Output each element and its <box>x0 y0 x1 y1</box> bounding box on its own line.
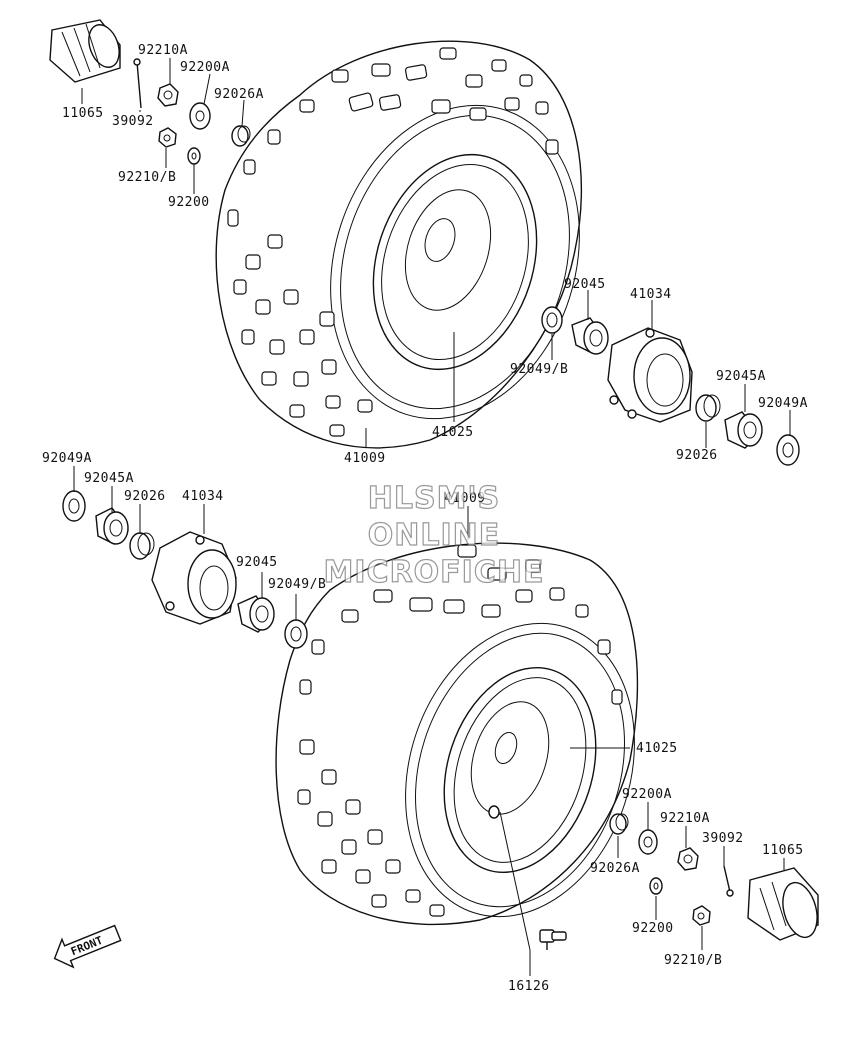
bearing-92045-top <box>571 317 609 355</box>
seal-92049A-mid <box>62 490 86 522</box>
label-41009-mid: 41009 <box>444 491 486 506</box>
label-39092-top: 39092 <box>112 114 154 129</box>
label-92026-mid: 92026 <box>124 489 166 504</box>
label-92210A-top: 92210A <box>138 43 188 58</box>
seal-92049B-top <box>541 306 563 334</box>
label-92045-top: 92045 <box>564 277 606 292</box>
seal-92049B-mid <box>284 619 308 649</box>
label-92045A-top: 92045A <box>716 369 766 384</box>
label-11065-top: 11065 <box>62 106 104 121</box>
hub-41034-top <box>607 327 693 423</box>
label-92210B-bottom: 92210/B <box>664 953 722 968</box>
label-11065-bottom: 11065 <box>762 843 804 858</box>
washer-92200-bottom <box>649 877 663 895</box>
collar-92026-top <box>695 394 721 422</box>
label-92049B-mid: 92049/B <box>268 577 326 592</box>
label-92026A-bottom: 92026A <box>590 861 640 876</box>
label-41025-bottom: 41025 <box>636 741 678 756</box>
tire-41009-top <box>215 40 583 449</box>
washer-92200A-top <box>189 102 211 130</box>
collar-92026A-top <box>231 125 251 147</box>
nut-92210B-bottom <box>692 905 711 926</box>
bearing-92045A-mid <box>95 507 129 545</box>
tread-pattern-top <box>227 47 559 437</box>
washer-92200-top <box>187 147 201 165</box>
label-92200A-bottom: 92200A <box>622 787 672 802</box>
label-41034-top: 41034 <box>630 287 672 302</box>
watermark-line-3: MICROFICHE <box>324 555 545 590</box>
bearing-92045-mid <box>237 595 275 633</box>
label-16126-bottom: 16126 <box>508 979 550 994</box>
label-92210A-bottom: 92210A <box>660 811 710 826</box>
label-92049B-top: 92049/B <box>510 362 568 377</box>
bearing-sleeve-11065-bottom <box>747 867 819 941</box>
label-92210B-top: 92210/B <box>118 170 176 185</box>
label-92045A-mid: 92045A <box>84 471 134 486</box>
label-92045-mid: 92045 <box>236 555 278 570</box>
bearing-92045A-top <box>724 411 763 449</box>
leader-lines <box>73 58 791 976</box>
front-arrow-icon: FRONT <box>53 924 122 969</box>
label-92200-bottom: 92200 <box>632 921 674 936</box>
seal-92049A-top <box>776 434 800 466</box>
collar-92026A-bottom <box>609 813 629 835</box>
nut-92210B-top <box>158 127 177 148</box>
tread-pattern-bottom <box>297 544 623 917</box>
label-92026-top: 92026 <box>676 448 718 463</box>
castle-nut-92210A-bottom <box>677 847 699 871</box>
label-92049A-mid: 92049A <box>42 451 92 466</box>
label-92200A-top: 92200A <box>180 60 230 75</box>
bearing-sleeve-11065-top <box>49 19 121 83</box>
cotter-pin-39092-top <box>133 58 142 109</box>
watermark: HLSM'S ONLINE MICROFICHE <box>323 480 545 590</box>
cotter-pin-39092-bottom <box>723 865 734 897</box>
label-92200-top: 92200 <box>168 195 210 210</box>
label-41034-mid: 41034 <box>182 489 224 504</box>
watermark-line-1: HLSM'S <box>368 481 500 516</box>
label-41009-top: 41009 <box>344 451 386 466</box>
label-92026A-top: 92026A <box>214 87 264 102</box>
part-labels: 11065 39092 92210A 92200A 92026A 92210/B… <box>42 43 808 994</box>
label-39092-bottom: 39092 <box>702 831 744 846</box>
washer-92200A-bottom <box>638 829 658 855</box>
label-41025-top: 41025 <box>432 425 474 440</box>
collar-92026-mid <box>129 532 155 560</box>
label-92049A-top: 92049A <box>758 396 808 411</box>
valve-stem-16126 <box>539 929 567 950</box>
hub-41034-mid <box>151 531 237 625</box>
watermark-line-2: ONLINE <box>368 518 501 553</box>
castle-nut-92210A-top <box>157 83 179 107</box>
tire-41009-bottom <box>275 542 639 926</box>
